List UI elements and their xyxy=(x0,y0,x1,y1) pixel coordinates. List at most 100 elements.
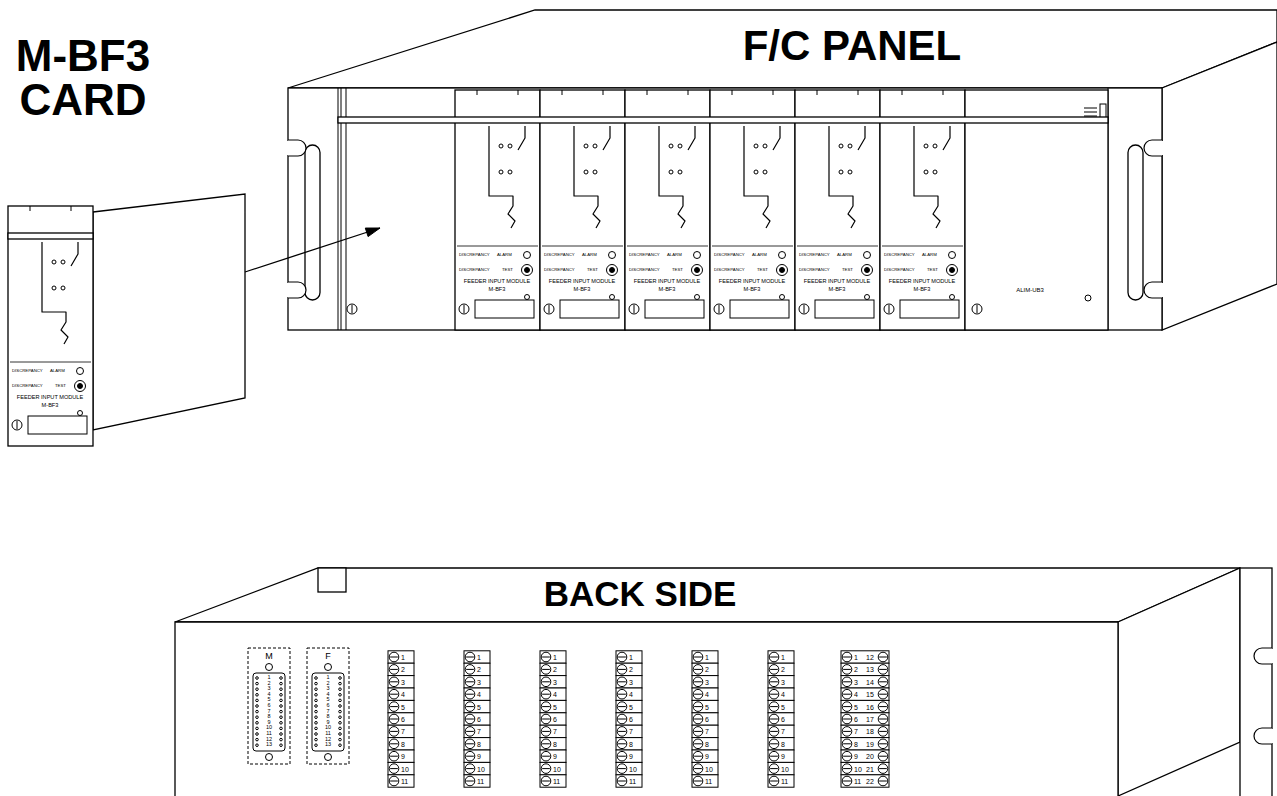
screw-slot xyxy=(466,706,474,707)
screw-head xyxy=(629,304,639,314)
pin-dot xyxy=(315,722,318,725)
test-button-core xyxy=(950,268,955,273)
panel-side-surface xyxy=(1162,42,1277,330)
screw-head xyxy=(347,304,357,314)
screw-slot xyxy=(694,743,702,744)
screw-head xyxy=(465,702,475,712)
pin-dot xyxy=(339,710,342,713)
terminal-number: 3 xyxy=(629,678,633,685)
screw-head xyxy=(878,727,888,737)
module-text: DISCREPANCY xyxy=(544,253,575,257)
screw-head xyxy=(541,677,551,687)
test-button xyxy=(75,381,86,392)
screw-slot xyxy=(466,694,474,695)
pin-dot xyxy=(256,738,259,741)
module-name: FEEDER INPUT MODULE xyxy=(17,395,83,401)
terminal-cell xyxy=(540,762,566,774)
screw-head xyxy=(693,665,703,675)
screw-head xyxy=(544,304,554,314)
terminal-cell xyxy=(464,725,490,737)
ear-slot xyxy=(1128,145,1143,300)
screw-slot xyxy=(549,305,550,313)
terminal-number: 9 xyxy=(781,753,785,760)
terminal-number: 10 xyxy=(629,765,637,772)
terminal-cell xyxy=(464,762,490,774)
screw-slot xyxy=(694,719,702,720)
arrow-head xyxy=(365,228,380,237)
terminal-number: 18 xyxy=(866,728,874,735)
screw-slot xyxy=(618,669,626,670)
module-front xyxy=(880,90,965,330)
card-tab xyxy=(477,90,478,95)
screw-head xyxy=(878,702,888,712)
pin-dot xyxy=(339,682,342,685)
screw-slot xyxy=(843,706,851,707)
terminal-number: 4 xyxy=(477,691,481,698)
screw-slot xyxy=(390,756,398,757)
screw-head xyxy=(842,714,852,724)
screw-head xyxy=(842,652,852,662)
screw-head xyxy=(541,727,551,737)
screw-head xyxy=(617,751,627,761)
terminal-number: 8 xyxy=(705,740,709,747)
terminal-number: 3 xyxy=(705,678,709,685)
module-name: FEEDER INPUT MODULE xyxy=(889,279,955,285)
terminal-cell xyxy=(841,775,889,787)
screw-head xyxy=(541,764,551,774)
contact-point xyxy=(584,170,588,174)
terminal-cell xyxy=(388,663,414,675)
terminal-cell xyxy=(768,651,794,663)
connector-screw xyxy=(266,664,273,671)
screw-head xyxy=(769,665,779,675)
screw-head xyxy=(12,420,22,430)
contact-point xyxy=(508,144,512,148)
screw-slot xyxy=(694,781,702,782)
card-tab xyxy=(688,90,689,95)
divider-line xyxy=(797,246,878,247)
terminal-number: 22 xyxy=(866,778,874,785)
divider-line xyxy=(712,246,793,247)
terminal-cell xyxy=(540,750,566,762)
panel-title: BACK SIDE xyxy=(544,576,737,611)
screw-head xyxy=(769,751,779,761)
terminal-number: 6 xyxy=(705,716,709,723)
terminal-cell xyxy=(768,713,794,725)
relay-contact xyxy=(914,126,940,228)
screw-head xyxy=(617,702,627,712)
divider-line xyxy=(627,246,708,247)
pin-number: 13 xyxy=(266,742,272,748)
screw-head xyxy=(465,764,475,774)
module-front xyxy=(795,90,880,330)
terminal-number: 5 xyxy=(477,703,481,710)
terminal-cell xyxy=(692,700,718,712)
screw-head xyxy=(842,677,852,687)
screw-slot xyxy=(843,756,851,757)
connector-shell xyxy=(312,673,344,751)
terminal-cell xyxy=(841,700,889,712)
screw-head xyxy=(693,739,703,749)
screw-head xyxy=(769,776,779,786)
small-screw xyxy=(950,295,955,300)
screw-slot xyxy=(843,657,851,658)
terminal-number: 5 xyxy=(781,703,785,710)
panel-front-face xyxy=(288,88,1162,330)
alarm-led xyxy=(949,252,956,259)
contact-point xyxy=(754,144,758,148)
screw-head xyxy=(878,764,888,774)
pin-dot xyxy=(256,727,259,730)
test-button-core xyxy=(780,268,785,273)
pin-dot xyxy=(256,710,259,713)
screw-head xyxy=(842,665,852,675)
power-module-front xyxy=(965,90,1108,330)
card-rail xyxy=(338,117,1108,123)
alarm-led xyxy=(77,368,84,375)
terminal-cell xyxy=(768,738,794,750)
screw-head xyxy=(465,739,475,749)
connector-screw xyxy=(266,754,273,761)
terminal-cell xyxy=(388,750,414,762)
pin-dot xyxy=(256,677,259,680)
terminal-number: 7 xyxy=(705,728,709,735)
terminal-number: 9 xyxy=(553,753,557,760)
screw-slot xyxy=(466,768,474,769)
pin-dot xyxy=(339,716,342,719)
